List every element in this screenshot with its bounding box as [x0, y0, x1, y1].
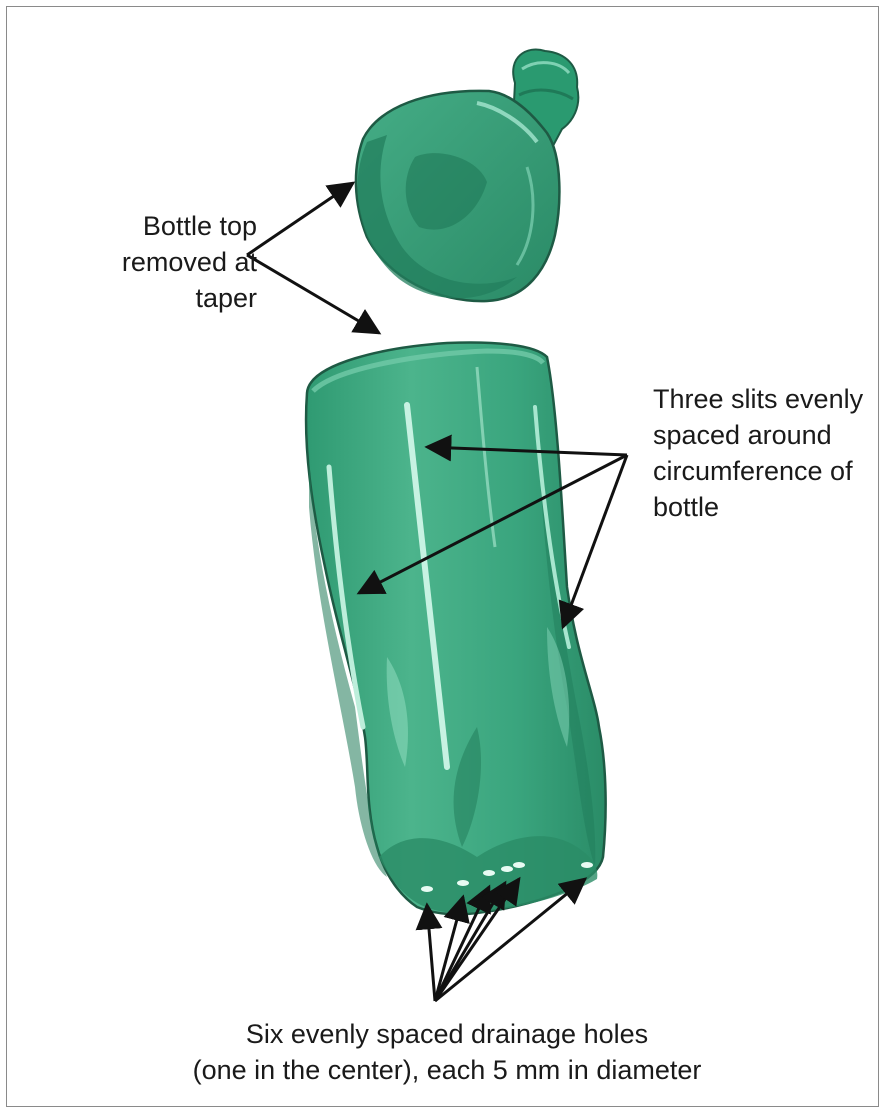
slits-label-line: circumference of — [653, 453, 863, 489]
slits-label: Three slits evenly spaced around circumf… — [653, 381, 863, 525]
drainage-holes-label-line: Six evenly spaced drainage holes — [67, 1016, 827, 1052]
drainage-hole — [421, 886, 433, 892]
bottle-illustration — [7, 7, 880, 1108]
drainage-hole — [457, 880, 469, 886]
slits-label-line: bottle — [653, 489, 863, 525]
bottle-top-label: Bottle top removed at taper — [67, 208, 257, 316]
drainage-hole — [483, 870, 495, 876]
slits-label-line: Three slits evenly — [653, 381, 863, 417]
drainage-holes-label: Six evenly spaced drainage holes (one in… — [67, 1016, 827, 1088]
arrow-to-hole — [427, 905, 435, 1001]
bottle-top-label-line: Bottle top — [67, 208, 257, 244]
bottle-top-label-line: taper — [67, 280, 257, 316]
bottle-top — [356, 49, 578, 301]
arrow-to-top — [247, 183, 353, 255]
figure-frame: Bottle top removed at taper Three slits … — [6, 6, 879, 1107]
slits-label-line: spaced around — [653, 417, 863, 453]
bottle-body — [306, 343, 606, 915]
drainage-hole — [581, 862, 593, 868]
arrow-to-slit — [563, 455, 627, 627]
arrow-to-taper — [247, 255, 379, 333]
bottle-top-label-line: removed at — [67, 244, 257, 280]
drainage-hole — [513, 862, 525, 868]
drainage-hole — [501, 866, 513, 872]
drainage-holes-label-line: (one in the center), each 5 mm in diamet… — [67, 1052, 827, 1088]
